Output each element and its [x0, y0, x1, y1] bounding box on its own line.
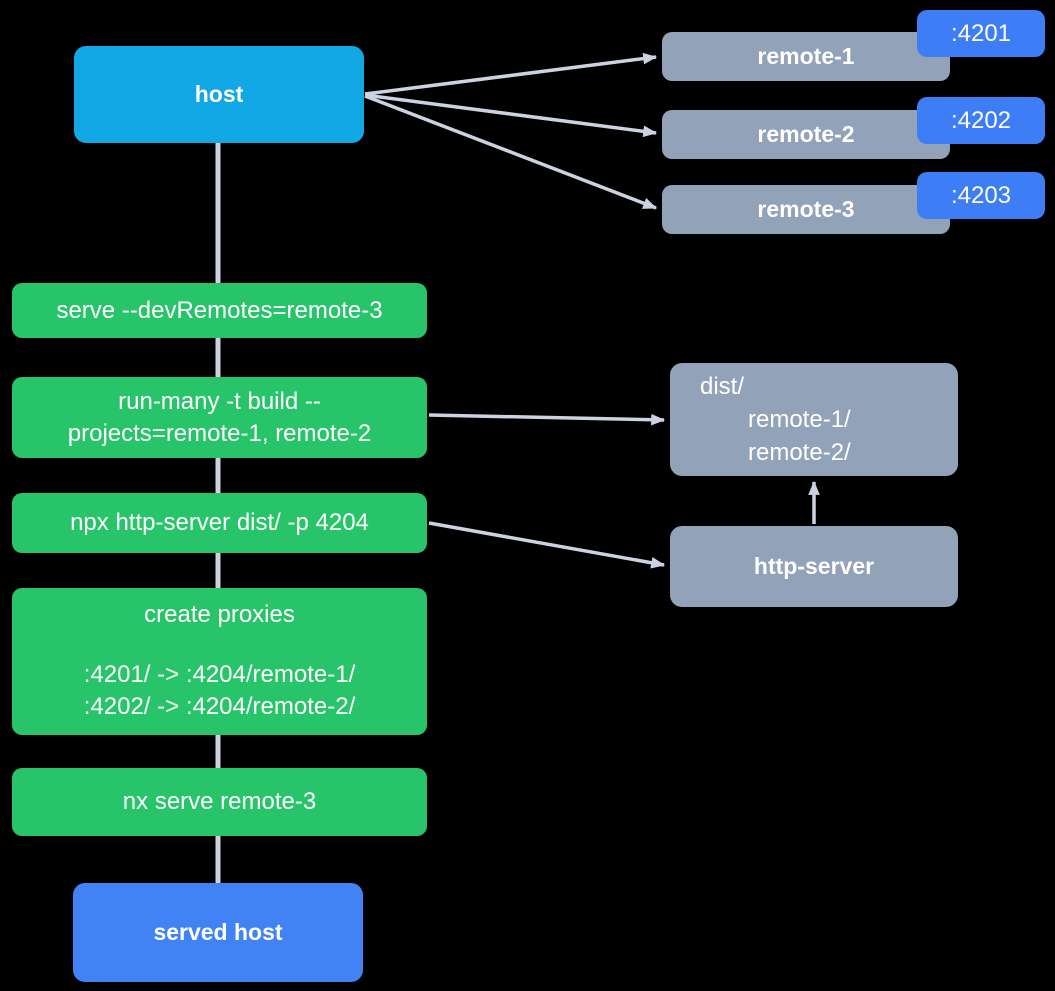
dist-folder-line-2: remote-1/	[748, 406, 851, 433]
step-run-many-build-line-2: projects=remote-1, remote-2	[67, 419, 372, 447]
step-nx-serve-remote-3-label: nx serve remote-3	[122, 788, 317, 815]
edge-host-to-remote-2	[364, 93, 658, 138]
step-npx-http-server-label: npx http-server dist/ -p 4204	[70, 509, 369, 536]
remote-2-label: remote-2	[757, 121, 855, 147]
step-npx-http-server: npx http-server dist/ -p 4204	[12, 493, 427, 553]
host-label: host	[194, 81, 244, 107]
proxy-mapping-2: :4202/ -> :4204/remote-2/	[83, 693, 356, 720]
edge-build-to-dist	[428, 413, 666, 426]
remote-1-label: remote-1	[757, 43, 855, 69]
step-serve-devremotes: serve --devRemotes=remote-3	[12, 283, 427, 338]
node-dist-folder: dist/ remote-1/ remote-2/	[670, 363, 958, 476]
node-host: host	[74, 46, 364, 143]
step-run-many-build-line-1: run-many -t build --	[118, 387, 321, 415]
step-create-proxies: create proxies :4201/ -> :4204/remote-1/…	[12, 588, 427, 735]
edge-host-to-remote-3	[364, 94, 658, 210]
node-remote-3: remote-3	[662, 185, 950, 234]
create-proxies-title: create proxies	[144, 601, 295, 628]
edge-http-cmd-to-http-server	[428, 521, 666, 569]
edge-host-to-remote-1	[364, 52, 658, 96]
dist-folder-line-1: dist/	[700, 373, 745, 400]
port-badge-4201-label: :4201	[950, 19, 1012, 47]
port-badge-4203: :4203	[917, 172, 1045, 219]
port-badge-4203-label: :4203	[950, 181, 1012, 209]
node-remote-2: remote-2	[662, 110, 950, 159]
served-host-label: served host	[153, 919, 283, 945]
proxy-mapping-1: :4201/ -> :4204/remote-1/	[83, 661, 356, 688]
http-server-label: http-server	[753, 553, 875, 579]
port-badge-4202: :4202	[917, 97, 1045, 144]
step-nx-serve-remote-3: nx serve remote-3	[12, 768, 427, 836]
dist-folder-line-3: remote-2/	[748, 439, 851, 466]
port-badge-4202-label: :4202	[950, 106, 1012, 134]
remote-3-label: remote-3	[757, 196, 855, 222]
node-http-server: http-server	[670, 526, 958, 607]
node-remote-1: remote-1	[662, 32, 950, 81]
step-run-many-build: run-many -t build -- projects=remote-1, …	[12, 377, 427, 458]
node-served-host: served host	[73, 883, 363, 982]
step-serve-devremotes-label: serve --devRemotes=remote-3	[56, 296, 383, 324]
port-badge-4201: :4201	[917, 10, 1045, 57]
